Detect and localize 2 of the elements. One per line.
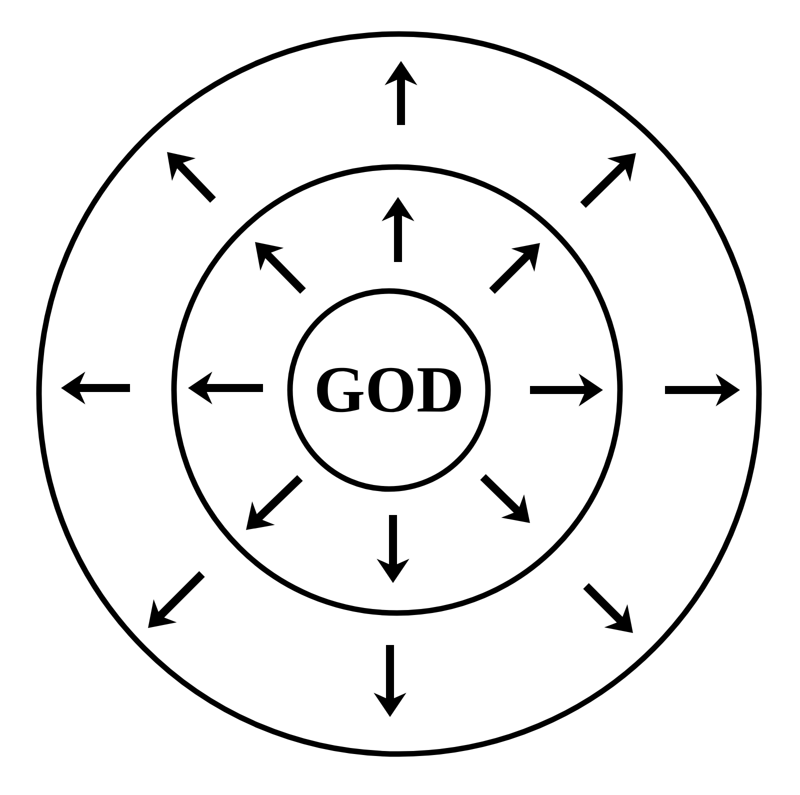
outer-circle <box>36 31 762 757</box>
middle-circle <box>171 164 623 616</box>
